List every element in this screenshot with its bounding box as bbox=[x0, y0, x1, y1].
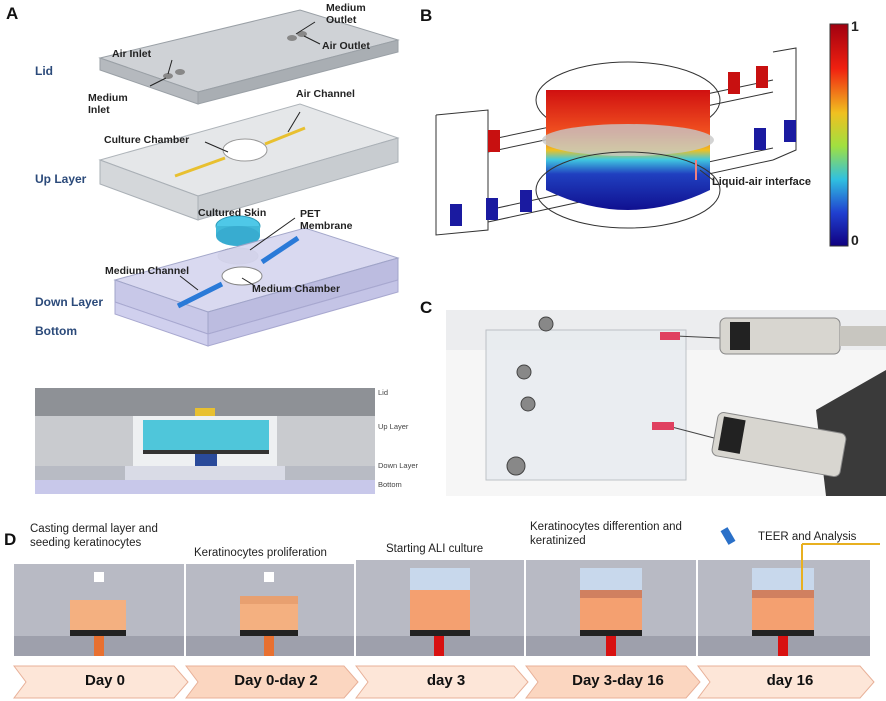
stage-diagram-2 bbox=[356, 560, 524, 656]
callout-culture-chamber: Culture Chamber bbox=[104, 134, 190, 146]
layer-label-up: Up Layer bbox=[35, 172, 87, 186]
callout-air-inlet: Air Inlet bbox=[112, 48, 152, 60]
timeline-arrow-0 bbox=[13, 665, 189, 699]
stage-diagram-0 bbox=[14, 564, 184, 656]
panel-label-d: D bbox=[4, 530, 17, 549]
stage-diagram-1 bbox=[186, 564, 354, 656]
callout-air-outlet: Air Outlet bbox=[322, 40, 370, 52]
timeline-arrow-2 bbox=[355, 665, 529, 699]
colorbar bbox=[829, 23, 849, 247]
liquid-air-interface-label: Liquid-air interface bbox=[712, 176, 812, 188]
callout-medium-inlet: Medium Inlet bbox=[88, 92, 128, 116]
stage-diagram-3 bbox=[526, 560, 696, 656]
stage-title-1: Keratinocytes proliferation bbox=[194, 547, 327, 559]
syringe-bottom bbox=[711, 412, 847, 478]
panel-d-culture-stages bbox=[13, 527, 880, 699]
stage-title-0: Casting dermal layer and seeding keratin… bbox=[30, 523, 158, 549]
section-label-lid: Lid bbox=[378, 388, 389, 397]
tube-fitting bbox=[516, 364, 532, 380]
section-label-bottom: Bottom bbox=[378, 480, 402, 489]
tube-fitting bbox=[506, 456, 526, 476]
panel-label-a: A bbox=[6, 4, 19, 23]
panel-label-b: B bbox=[420, 6, 433, 25]
stage-diagram-4 bbox=[698, 527, 880, 656]
layer-label-bottom: Bottom bbox=[35, 324, 77, 338]
callout-pet-membrane: PET Membrane bbox=[300, 208, 353, 232]
stage-title-3: Keratinocytes differention and keratiniz… bbox=[530, 521, 682, 547]
callout-medium-chamber: Medium Chamber bbox=[252, 283, 341, 295]
colorbar-max-label: 1 bbox=[851, 18, 859, 34]
panel-b-simulation bbox=[435, 23, 849, 247]
panel-a-exploded-chip bbox=[98, 9, 400, 347]
timeline-arrow-4 bbox=[697, 665, 875, 699]
day-label-0: Day 0 bbox=[84, 672, 126, 689]
tube-fitting bbox=[520, 396, 536, 412]
tube-fitting bbox=[538, 316, 554, 332]
section-label-down: Down Layer bbox=[378, 461, 419, 470]
panel-c-photo bbox=[446, 310, 886, 496]
stage-title-2: Starting ALI culture bbox=[386, 543, 484, 555]
callout-medium-outlet: Medium Outlet bbox=[326, 2, 366, 26]
timeline-arrow-3 bbox=[525, 665, 701, 699]
layer-label-down: Down Layer bbox=[35, 295, 104, 309]
callout-cultured-skin: Cultured Skin bbox=[198, 207, 267, 219]
pipette-icon bbox=[720, 527, 736, 545]
colorbar-min-label: 0 bbox=[851, 232, 859, 248]
callout-medium-channel: Medium Channel bbox=[105, 265, 190, 277]
day-label-4: day 16 bbox=[766, 672, 814, 689]
stage-title-4: TEER and Analysis bbox=[758, 531, 857, 543]
section-label-up: Up Layer bbox=[378, 422, 409, 431]
timeline-arrow-1 bbox=[185, 665, 359, 699]
day-label-3: Day 3-day 16 bbox=[572, 672, 664, 689]
day-label-2: day 3 bbox=[426, 672, 466, 689]
layer-label-lid: Lid bbox=[35, 64, 53, 78]
panel-a-cross-section bbox=[35, 388, 375, 494]
panel-label-c: C bbox=[420, 298, 433, 317]
callout-air-channel: Air Channel bbox=[296, 88, 355, 100]
day-label-1: Day 0-day 2 bbox=[234, 672, 318, 689]
